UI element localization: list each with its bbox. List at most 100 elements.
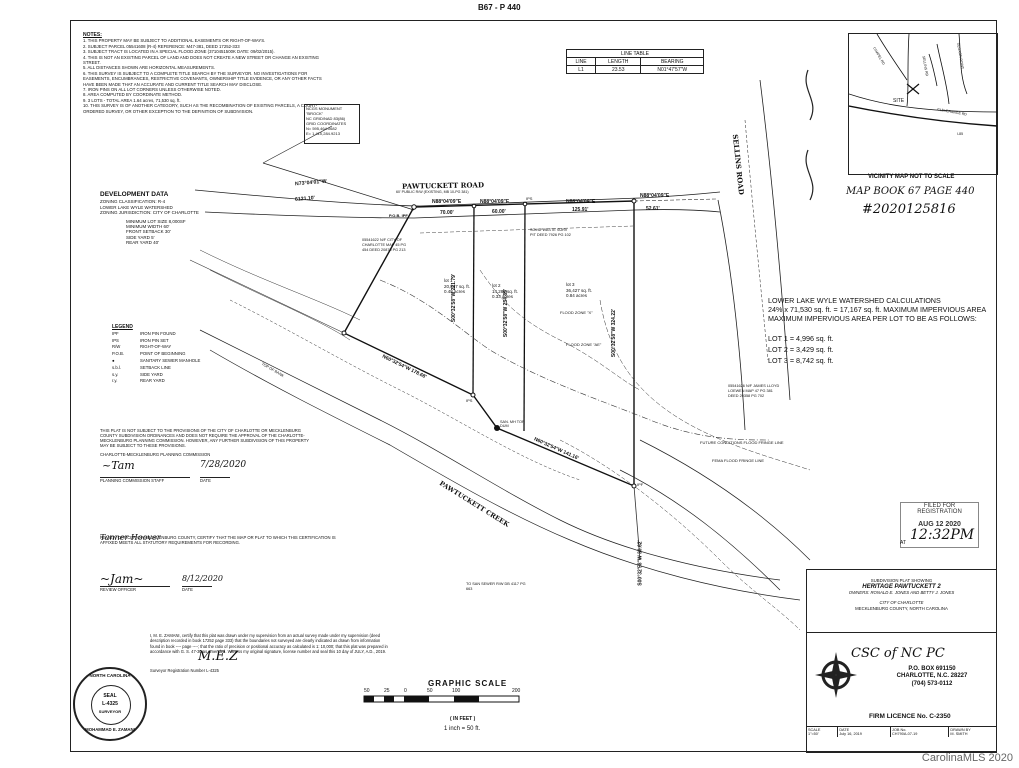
iron-pin-set	[522, 201, 528, 207]
note-item: 1. THIS PROPERTY MAY BE SUBJECT TO ADDIT…	[83, 38, 266, 44]
surveyor-certification: I, M. E. ZAMANI, certify that this plat …	[150, 633, 390, 673]
development-line: SIDE YARD 5'	[126, 234, 155, 240]
legend-abbr: r.y.	[112, 378, 118, 384]
legend-row: s.b.l. SETBACK LINE	[112, 365, 252, 372]
footer-label: DATE	[839, 728, 850, 732]
future-flood-line	[599, 299, 811, 471]
legend-desc: IRON PIN FOUND	[140, 330, 176, 336]
development-line: ZONING CLASSIFICATION: R-4	[100, 199, 166, 205]
planning-commission-note: THIS PLAT IS NOT SUBJECT TO THE PROVISIO…	[100, 428, 315, 487]
footer-label: JOB No.	[892, 728, 907, 732]
title-block-header: SUBDIVISION PLAT SHOWING HERITAGE PAWTUC…	[807, 570, 996, 633]
scale-tick: 200	[512, 688, 521, 694]
scale-ratio: 1 inch = 50 ft.	[444, 726, 481, 732]
iron-pin-found	[341, 330, 347, 336]
legend-abbr: ●	[112, 357, 115, 363]
watershed-lot: LOT 2 = 3,429 sq. ft.	[768, 345, 834, 354]
recording-stamp: MAP BOOK 67 PAGE 440	[846, 186, 975, 197]
footer-value: CH790A-07-19	[892, 732, 918, 736]
pin-label: IPF	[637, 482, 644, 487]
scale-tick: 50	[427, 688, 433, 694]
legend-abbr: P.O.B.	[112, 351, 125, 357]
iron-pin-set	[631, 198, 637, 204]
note-item: 4. THIS IS NOT AN EXISTING PARCEL OF LAN…	[83, 54, 319, 66]
stamp-line: REGISTRATION	[917, 509, 962, 515]
adjacent-boundary	[189, 259, 345, 334]
creek-bank	[639, 439, 811, 561]
lot-line-1-2	[472, 205, 475, 396]
planning-staff-label: PLANNING COMMISSION STAFF	[100, 477, 190, 483]
lot-acres: 0.33 acres	[492, 294, 514, 299]
note-item: 7. IRON PINS ON ALL LOT CORNERS UNLESS O…	[83, 87, 221, 93]
surveyor-seal: SEAL L-4325 NORTH CAROLINA SURVEYOR MOHA…	[73, 667, 147, 741]
legend-abbr: R/W	[112, 344, 121, 350]
legend-desc: IRON PIN SET	[140, 337, 169, 343]
review-date-label: DATE	[182, 586, 212, 592]
future-flood-label: FUTURE CONDITIONS FLOOD FRINGE LINE	[700, 440, 784, 445]
plat-sheet-border	[70, 20, 997, 752]
road-label-sub: 60' PUBLIC R/W (EXISTING, MB 10-PG 381)	[396, 190, 469, 194]
development-line: REAR YARD 40'	[126, 240, 159, 246]
adjacent-parcel-top: SOLID WASTE SURV PIT DEED 7926 PG 102	[530, 228, 571, 237]
tie-line	[262, 162, 415, 211]
development-data: DEVELOPMENT DATA ZONING CLASSIFICATION: …	[100, 191, 230, 246]
manhole-label: SAN. MH TOP DUM	[500, 420, 525, 428]
review-date-handwritten: 8/12/2020	[182, 574, 224, 583]
note-item: 5. ALL DISTANCES SHOWN ARE HORIZONTAL ME…	[83, 65, 216, 71]
planning-date-label: DATE	[200, 477, 230, 483]
legend-abbr: s.b.l.	[112, 364, 122, 370]
title-project: HERITAGE PAWTUCKETT 2	[862, 584, 941, 590]
iron-pin-found	[411, 204, 417, 210]
notes-block: NOTES: 1. THIS PROPERTY MAY BE SUBJECT T…	[83, 32, 333, 114]
note-item: 6. THIS SURVEY IS SUBJECT TO A COMPLETE …	[83, 70, 322, 87]
company-address: P.O. BOX 691150 CHARLOTTE, N.C. 28227 (7…	[877, 666, 987, 688]
note-item: 9. 3 LOTS - TOTAL AREA 1.64 acres, 71,53…	[83, 97, 181, 103]
bearing-label: S00°32'58"W 30.62'	[637, 540, 644, 586]
footer-cell: JOB No.CH790A-07-19	[890, 727, 950, 737]
lot-area: 36,427 sq. ft.	[566, 287, 593, 293]
setback-line	[419, 225, 634, 234]
legend-desc: SETBACK LINE	[140, 364, 171, 370]
surveyor-text: I, M. E. ZAMANI, certify that this plat …	[150, 633, 388, 654]
pin-label: IPS	[526, 196, 533, 201]
contour	[209, 269, 351, 341]
creek-bank	[619, 469, 781, 591]
road-edge-north	[194, 189, 721, 207]
seal-label: SEAL	[103, 693, 117, 699]
development-title: DEVELOPMENT DATA	[100, 191, 169, 198]
development-line: ZONING JURISDICTION: CITY OF CHARLOTTE	[100, 210, 199, 216]
review-signature: ~Jam~	[100, 572, 144, 586]
lot-name: lot 3	[566, 282, 575, 287]
note-item: 10. THIS SURVEY IS OF ANOTHER CATEGORY, …	[83, 103, 318, 114]
scale-unit: ( IN FEET )	[450, 716, 476, 722]
monument-title: NCGS MONUMENT "BROCK"	[306, 106, 343, 116]
flood-zone-line	[379, 279, 771, 441]
review-officer-label: REVIEW OFFICER	[100, 586, 170, 592]
note-item: 3. SUBJECT TRACT IS LOCATED IN A SPECIAL…	[83, 49, 275, 55]
vicinity-site-label: SITE	[893, 98, 905, 104]
stamp-time: 12:32PM	[910, 527, 975, 543]
planning-date-handwritten: 7/28/2020	[200, 460, 247, 471]
adjacent-boundary	[633, 485, 641, 561]
development-line: FRONT SETBACK 30'	[126, 229, 171, 235]
legend-title: LEGEND	[112, 324, 133, 330]
adjacent-boundary	[633, 198, 717, 202]
address-line: (704) 573-0112	[911, 680, 953, 687]
monument-line: GRID COORDINATES	[306, 121, 347, 126]
lot-area: 14,289 sq. ft.	[492, 288, 519, 294]
scale-tick: 0	[404, 688, 407, 694]
planning-signature: ~Tam	[102, 459, 135, 473]
title-owners: OWNERS: RONALD E. JONES AND BETTY J. JON…	[848, 590, 955, 595]
firm-license: FIRM LICENCE No. C-2350	[869, 713, 951, 720]
footer-value: M. SMITH	[950, 732, 968, 736]
adjacent-parcel-right: 05541626 N/F JAMES LLOYD LOEWEN MAP 47 P…	[728, 384, 780, 398]
address-line: P.O. BOX 691150	[908, 666, 956, 672]
lot-name: lot 2	[492, 283, 501, 288]
footer-label: SCALE	[808, 728, 821, 732]
stamp-date: AUG 12 2020	[918, 521, 961, 528]
seal-inner-ring	[91, 685, 131, 725]
